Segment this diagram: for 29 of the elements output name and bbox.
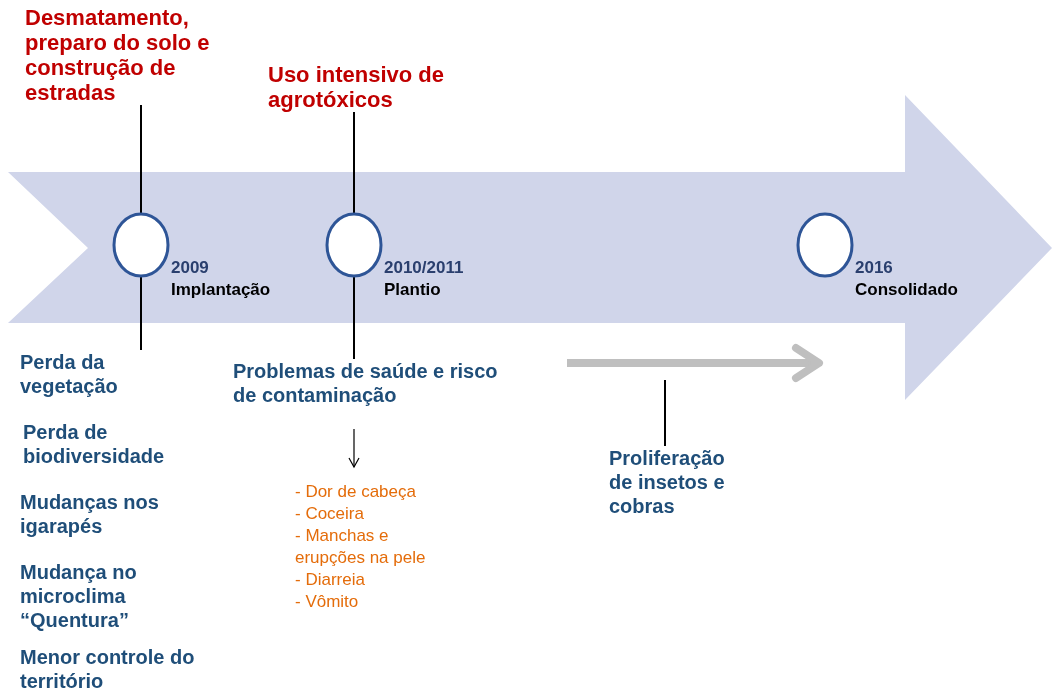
symptom-item: - Coceira [295, 503, 364, 525]
year-label: 2009 [171, 257, 209, 278]
connector-line [140, 104, 142, 215]
timeline-milestone-circle [796, 212, 854, 278]
year-label: 2016 [855, 257, 893, 278]
impact-text: Menor controle do território [20, 645, 196, 693]
impact-text: Proliferação de insetos e cobras [609, 446, 749, 518]
arrow [348, 428, 360, 468]
impact-text: Perda de biodiversidade [23, 420, 166, 468]
year-label: 2010/2011 [384, 257, 464, 278]
connector-line [353, 275, 355, 360]
impact-text: Perda da vegetação [20, 350, 190, 398]
symptom-item: - Vômito [295, 591, 359, 613]
phase-label: Consolidado [855, 279, 958, 300]
timeline-milestone-circle [112, 212, 170, 278]
connector-line [353, 111, 355, 215]
symptom-item: - Dor de cabeça [295, 481, 416, 503]
connector-line [140, 275, 142, 351]
leader-line [664, 379, 666, 447]
symptom-item: - Diarreia [295, 569, 365, 591]
symptom-item: - Manchas e erupções na pele [295, 525, 427, 569]
impact-text: Problemas de saúde e risco de contaminação [233, 359, 508, 407]
event-text: Desmatamento, preparo do solo e construção de estradas [25, 5, 255, 105]
event-text: Uso intensivo de agrotóxicos [268, 62, 448, 112]
impact-text: Mudanças nos igarapés [20, 490, 160, 538]
impact-text: Mudança no microclima “Quentura” [20, 560, 138, 632]
phase-label: Plantio [384, 279, 441, 300]
timeline-milestone-circle [325, 212, 383, 278]
phase-label: Implantação [171, 279, 271, 300]
